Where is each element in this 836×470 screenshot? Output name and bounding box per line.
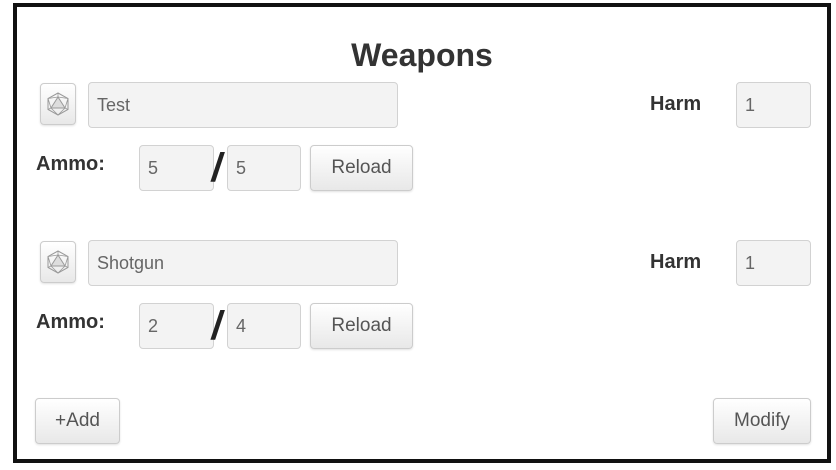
panel-title: Weapons [351, 37, 493, 73]
ammo-max-input[interactable]: 5 [227, 145, 301, 191]
ammo-current-input[interactable]: 5 [139, 145, 214, 191]
roll-dice-button[interactable] [40, 83, 76, 125]
d20-dice-icon [47, 92, 69, 116]
add-weapon-button[interactable]: +Add [35, 398, 120, 444]
weapons-panel: Weapons [13, 3, 831, 463]
harm-label: Harm [650, 93, 702, 115]
ammo-label: Ammo: [36, 153, 105, 175]
modify-button[interactable]: Modify [713, 398, 811, 444]
weapon-name-input[interactable]: Shotgun [88, 240, 398, 286]
harm-input[interactable]: 1 [736, 82, 811, 128]
weapon-name-input[interactable]: Test [88, 82, 398, 128]
d20-dice-icon [47, 250, 69, 274]
harm-label: Harm [650, 251, 702, 273]
harm-input[interactable]: 1 [736, 240, 811, 286]
ammo-current-input[interactable]: 2 [139, 303, 214, 349]
reload-button[interactable]: Reload [310, 145, 413, 191]
roll-dice-button[interactable] [40, 241, 76, 283]
reload-button[interactable]: Reload [310, 303, 413, 349]
ammo-label: Ammo: [36, 311, 105, 333]
ammo-max-input[interactable]: 4 [227, 303, 301, 349]
